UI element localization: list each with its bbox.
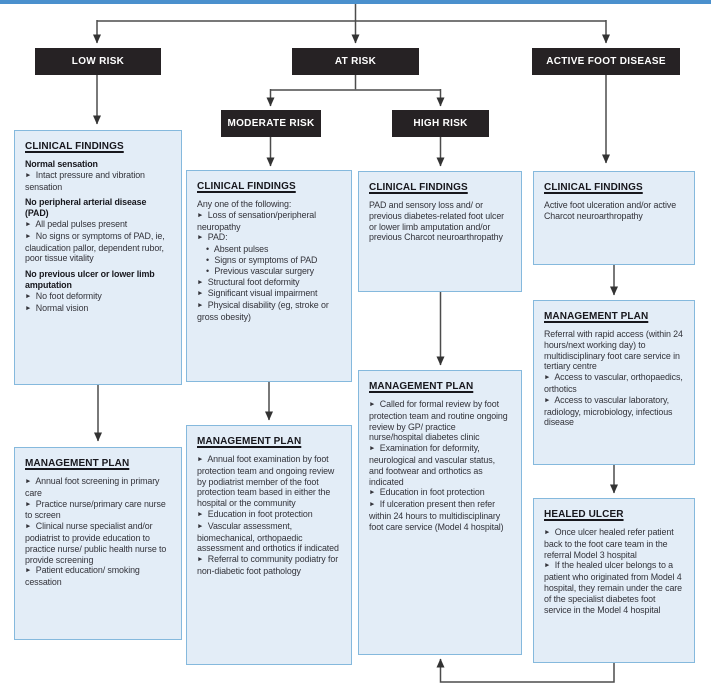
bullet-arrow-icon: ►: [197, 302, 204, 310]
box-title: CLINICAL FINDINGS: [25, 141, 124, 152]
moderate-risk-clinical-findings-box: CLINICAL FINDINGS Any one of the followi…: [186, 170, 352, 382]
bullet-arrow-icon: ►: [544, 529, 551, 536]
box-body: ► Annual foot screening in primary care►…: [25, 476, 171, 588]
box-title: CLINICAL FINDINGS: [197, 181, 296, 192]
box-body: Active foot ulceration and/or active Cha…: [544, 200, 684, 222]
moderate-risk-management-plan-box: MANAGEMENT PLAN ► Annual foot examinatio…: [186, 425, 352, 665]
bullet-arrow-icon: ►: [25, 171, 32, 179]
bullet-arrow-icon: ►: [25, 292, 32, 300]
finding-item: PAD and sensory loss and/ or previous di…: [369, 200, 505, 243]
box-title: MANAGEMENT PLAN: [197, 436, 302, 447]
top-accent-bar: [0, 0, 711, 4]
finding-item: ► Education in foot protection: [369, 487, 485, 498]
bullet-arrow-icon: ►: [25, 304, 32, 312]
finding-heading: Normal sensation: [25, 159, 98, 169]
finding-item: ► Vascular assessment, biomechanical, or…: [197, 520, 339, 554]
box-body: ► Once ulcer healed refer patient back t…: [544, 527, 684, 615]
box-body: PAD and sensory loss and/ or previous di…: [369, 200, 511, 243]
box-title: HEALED ULCER: [544, 509, 624, 520]
finding-item: ► No signs or symptoms of PAD, ie, claud…: [25, 230, 165, 264]
bullet-arrow-icon: ►: [197, 278, 204, 286]
bullet-arrow-icon: ►: [25, 500, 32, 508]
finding-item: ► Annual foot screening in primary care: [25, 476, 160, 498]
bullet-arrow-icon: ►: [25, 232, 32, 240]
bullet-arrow-icon: ►: [197, 211, 204, 219]
bullet-arrow-icon: ►: [369, 489, 376, 497]
finding-heading: No previous ulcer or lower limb amputati…: [25, 269, 155, 290]
finding-item: ► If the healed ulcer belongs to a patie…: [544, 560, 682, 615]
finding-item: • Signs or symptoms of PAD: [206, 254, 318, 265]
box-title: MANAGEMENT PLAN: [25, 458, 130, 469]
bullet-arrow-icon: ►: [197, 510, 204, 518]
high-risk-label: HIGH RISK: [392, 110, 489, 137]
active-foot-disease-management-plan-box: MANAGEMENT PLAN Referral with rapid acce…: [533, 300, 695, 465]
finding-item: ► Intact pressure and vibration sensatio…: [25, 169, 145, 192]
bullet-arrow-icon: ►: [197, 456, 204, 463]
finding-item: ► Structural foot deformity: [197, 276, 300, 287]
bullet-arrow-icon: ►: [25, 567, 32, 575]
low-risk-clinical-findings-box: CLINICAL FINDINGS Normal sensation► Inta…: [14, 130, 182, 385]
finding-item: ► Once ulcer healed refer patient back t…: [544, 527, 674, 560]
finding-item: Any one of the following:: [197, 199, 292, 209]
low-risk-label: LOW RISK: [35, 48, 161, 75]
finding-item: ► Significant visual impairment: [197, 288, 318, 299]
bullet-dot-icon: •: [206, 244, 210, 255]
box-body: Referral with rapid access (within 24 ho…: [544, 329, 684, 428]
low-risk-management-plan-box: MANAGEMENT PLAN ► Annual foot screening …: [14, 447, 182, 640]
finding-item: ► Normal vision: [25, 302, 89, 313]
finding-item: ► Examination for deformity, neurologica…: [369, 443, 495, 487]
finding-item: ► All pedal pulses present: [25, 218, 128, 229]
high-risk-management-plan-box: MANAGEMENT PLAN ► Called for formal revi…: [358, 370, 522, 655]
finding-item: ► Education in foot protection: [197, 508, 313, 519]
active-foot-disease-label: ACTIVE FOOT DISEASE: [532, 48, 680, 75]
finding-item: Referral with rapid access (within 24 ho…: [544, 329, 683, 372]
bullet-arrow-icon: ►: [369, 501, 376, 509]
box-title: CLINICAL FINDINGS: [369, 182, 468, 193]
bullet-arrow-icon: ►: [197, 290, 204, 298]
finding-item: ► Clinical nurse specialist and/or podia…: [25, 521, 167, 565]
bullet-arrow-icon: ►: [369, 445, 376, 453]
active-foot-disease-clinical-findings-box: CLINICAL FINDINGS Active foot ulceration…: [533, 171, 695, 265]
finding-item: • Absent pulses: [206, 244, 269, 255]
bullet-arrow-icon: ►: [544, 396, 551, 404]
bullet-arrow-icon: ►: [25, 220, 32, 228]
healed-ulcer-box: HEALED ULCER ► Once ulcer healed refer p…: [533, 498, 695, 663]
finding-item: ► Practice nurse/primary care nurse to s…: [25, 498, 166, 521]
finding-item: ► Physical disability (eg, stroke or gro…: [197, 300, 329, 322]
bullet-arrow-icon: ►: [197, 234, 204, 242]
box-body: ► Annual foot examination by foot protec…: [197, 454, 341, 577]
box-title: MANAGEMENT PLAN: [544, 311, 649, 322]
high-risk-clinical-findings-box: CLINICAL FINDINGS PAD and sensory loss a…: [358, 171, 522, 292]
finding-item: ► Access to vascular, orthopaedics, orth…: [544, 372, 683, 394]
box-title: MANAGEMENT PLAN: [369, 381, 474, 392]
moderate-risk-label: MODERATE RISK: [221, 110, 321, 137]
bullet-arrow-icon: ►: [544, 562, 551, 570]
box-body: ► Called for formal review by foot prote…: [369, 399, 511, 533]
finding-item: ► PAD:: [197, 232, 228, 243]
finding-item: ► Called for formal review by foot prote…: [369, 399, 508, 443]
box-body: Any one of the following:► Loss of sensa…: [197, 199, 341, 323]
bullet-dot-icon: •: [206, 265, 210, 276]
finding-item: ► Annual foot examination by foot protec…: [197, 454, 335, 509]
bullet-arrow-icon: ►: [197, 556, 204, 564]
bullet-arrow-icon: ►: [25, 478, 32, 485]
bullet-arrow-icon: ►: [544, 374, 551, 382]
finding-item: ► Referral to community podiatry for non…: [197, 554, 339, 576]
finding-item: ► No foot deformity: [25, 290, 102, 301]
finding-item: ► Loss of sensation/peripheral neuropath…: [197, 209, 317, 232]
finding-item: Active foot ulceration and/or active Cha…: [544, 200, 677, 221]
finding-heading: No peripheral arterial disease (PAD): [25, 197, 147, 219]
finding-item: ► If ulceration present then refer withi…: [369, 499, 504, 532]
bullet-arrow-icon: ►: [369, 401, 376, 408]
bullet-dot-icon: •: [206, 254, 210, 265]
bullet-arrow-icon: ►: [25, 523, 32, 531]
finding-item: ► Patient education/ smoking cessation: [25, 565, 140, 588]
box-title: CLINICAL FINDINGS: [544, 182, 643, 193]
box-body: Normal sensation► Intact pressure and vi…: [25, 159, 171, 314]
finding-item: • Previous vascular surgery: [206, 265, 314, 276]
finding-item: ► Access to vascular laboratory, radiolo…: [544, 394, 673, 428]
bullet-arrow-icon: ►: [197, 522, 204, 530]
at-risk-label: AT RISK: [292, 48, 419, 75]
